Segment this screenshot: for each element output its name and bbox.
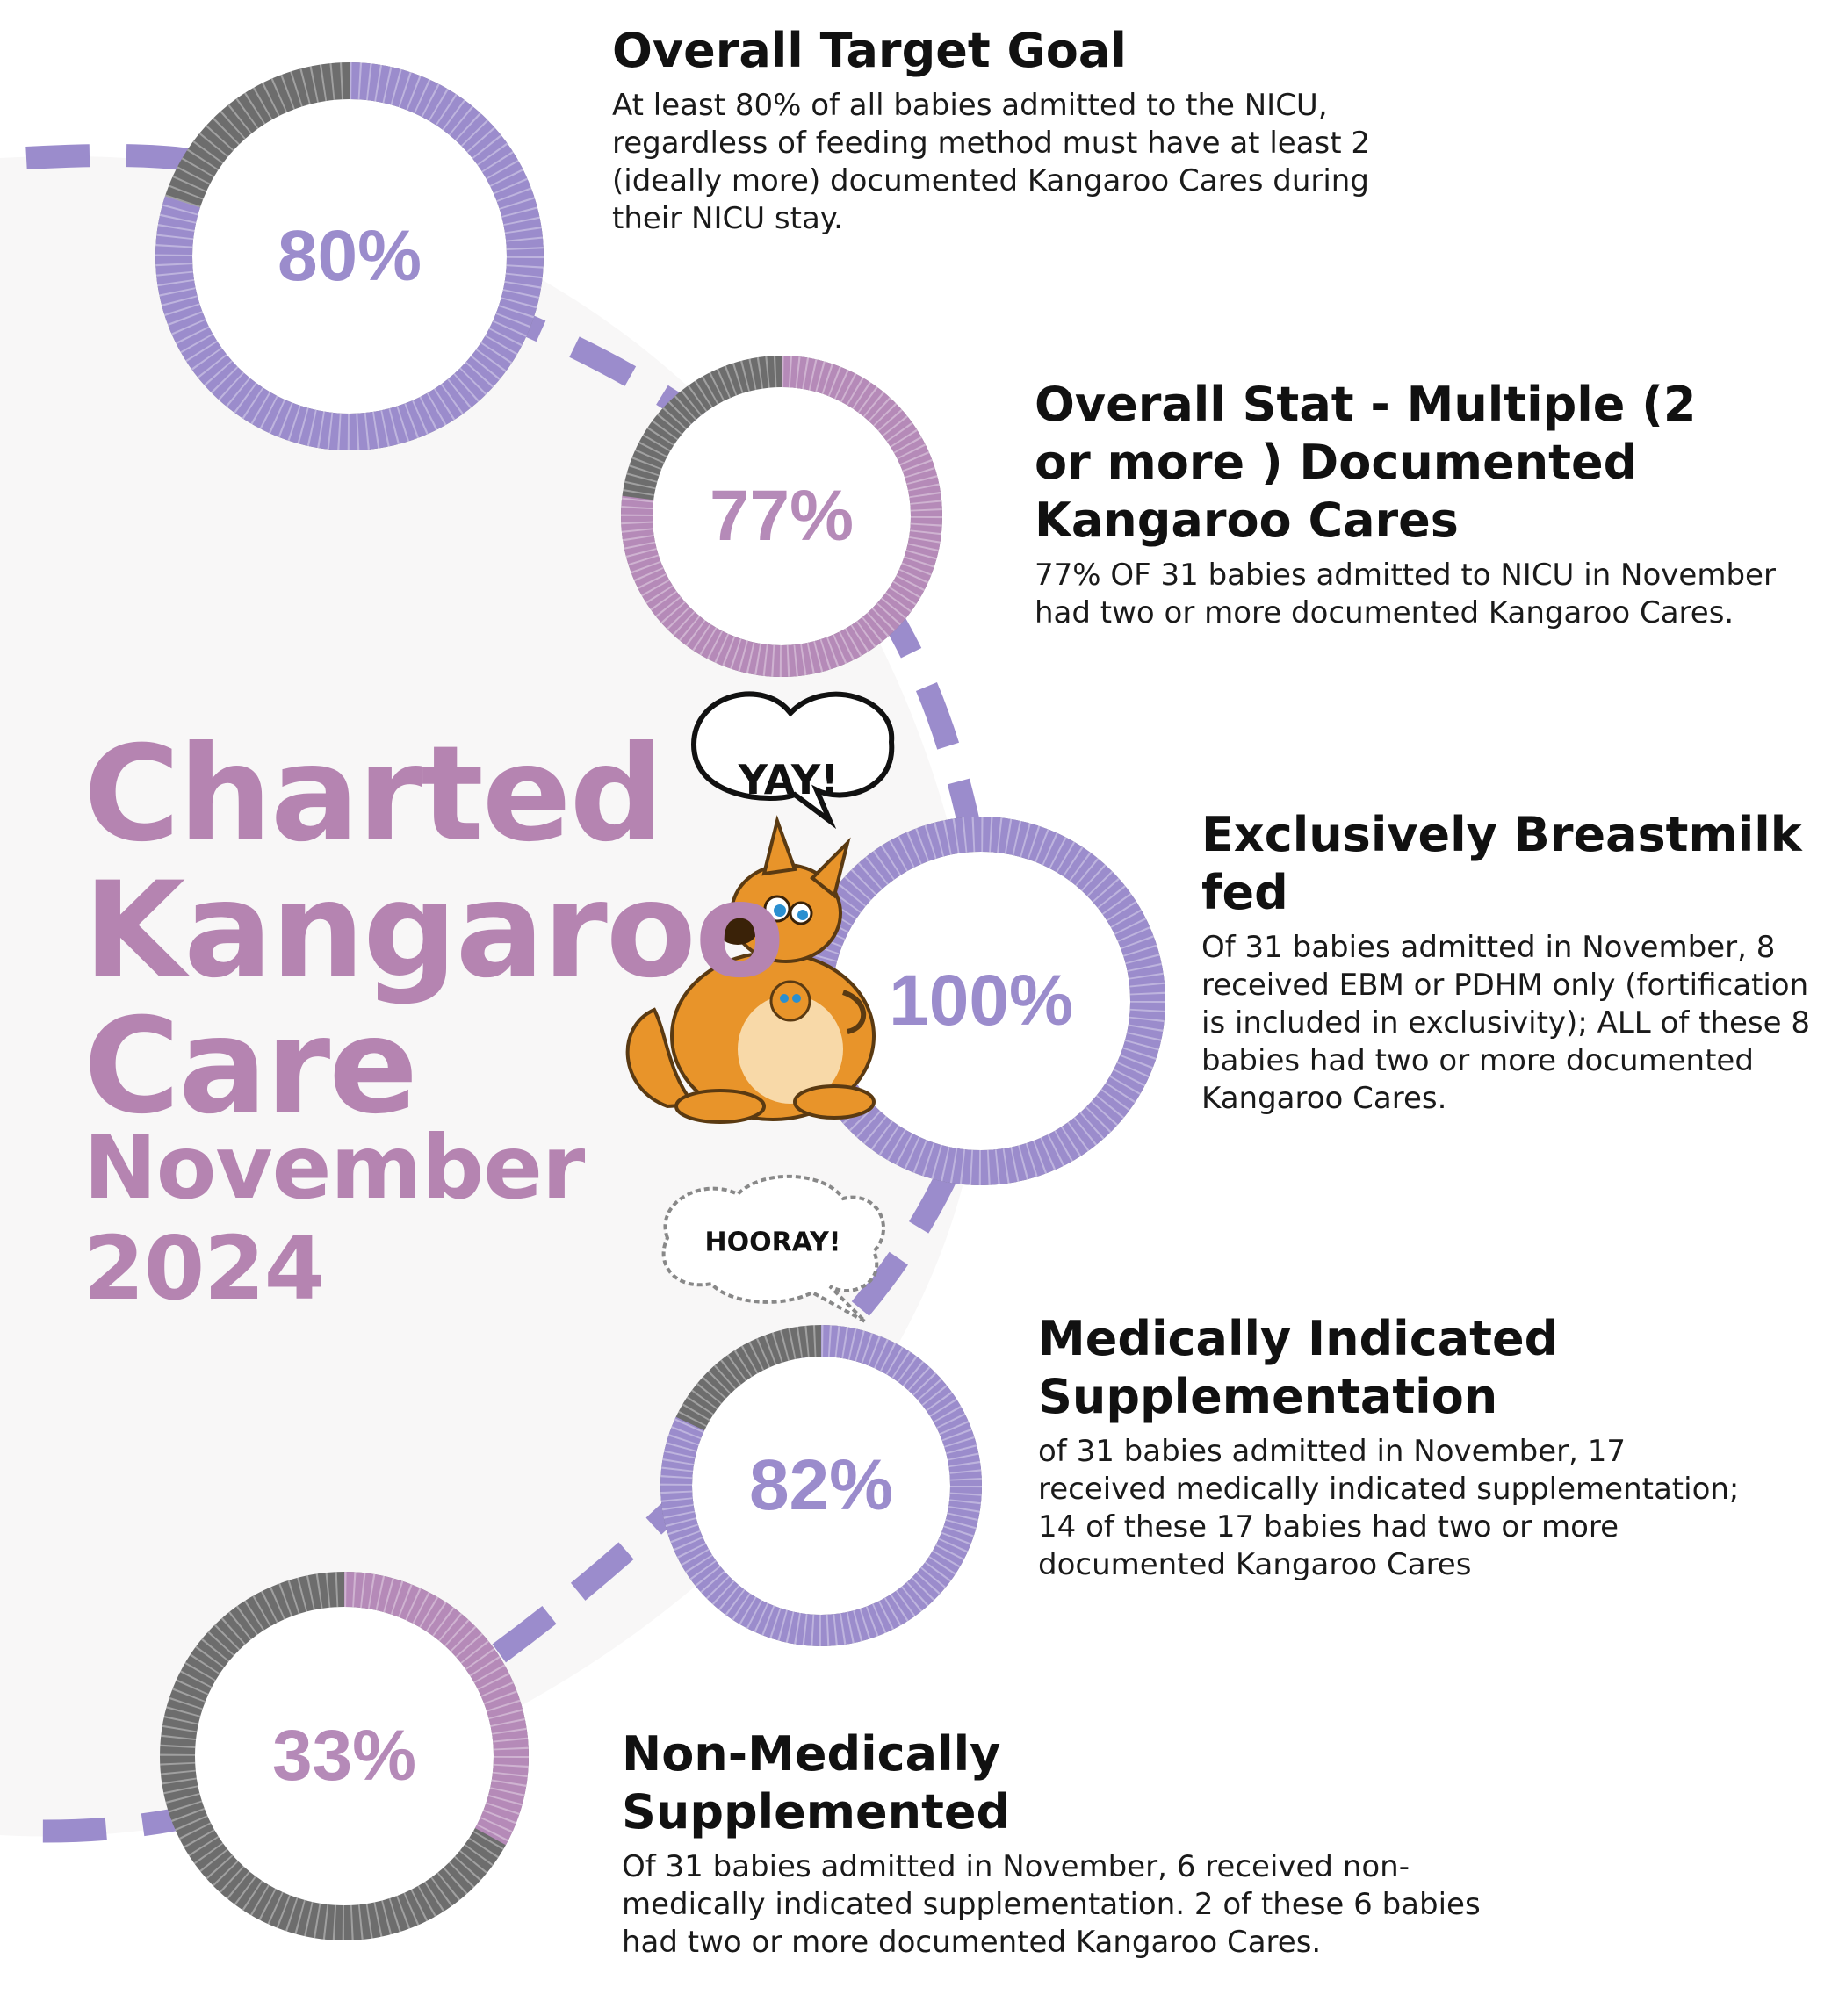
stat-body: of 31 babies admitted in November, 17 re…: [1038, 1434, 1740, 1582]
stat-heading: Overall Target Goal: [612, 23, 1127, 78]
stat-body: Of 31 babies admitted in November, 6 rec…: [622, 1849, 1481, 1960]
stat-body: At least 80% of all babies admitted to t…: [612, 88, 1370, 236]
stat-body: Of 31 babies admitted in November, 8 rec…: [1201, 930, 1810, 1116]
title-line-kangaroo: Kangaroo: [83, 854, 785, 1007]
stat-heading: Exclusively Breastmilk fed: [1201, 807, 1802, 920]
title-line-year: 2024: [83, 1217, 325, 1320]
stat-block-medical-supplementation: Medically Indicated Supplementation of 3…: [1038, 1310, 1793, 1584]
stat-block-non-medical: Non-Medically Supplemented Of 31 babies …: [622, 1725, 1544, 1962]
stat-block-target-goal: Overall Target Goal At least 80% of all …: [612, 22, 1420, 238]
stat-heading: Medically Indicated Supplementation: [1038, 1311, 1559, 1424]
title-line-care: Care: [83, 990, 418, 1143]
yay-bubble: [690, 691, 895, 830]
hooray-bubble: [661, 1174, 885, 1323]
stat-block-overall-stat: Overall Stat - Multiple (2 or more ) Doc…: [1035, 376, 1790, 632]
percent-33: 33%: [271, 1716, 417, 1796]
percent-77: 77%: [709, 476, 855, 556]
hooray-bubble-text: HOORAY!: [704, 1227, 841, 1258]
percent-100: 100%: [889, 961, 1073, 1040]
progress-ring-33: [160, 1572, 529, 1940]
stat-body: 77% OF 31 babies admitted to NICU in Nov…: [1035, 558, 1776, 630]
stat-block-breastmilk: Exclusively Breastmilk fed Of 31 babies …: [1201, 806, 1816, 1118]
stat-heading: Non-Medically Supplemented: [622, 1726, 1011, 1840]
percent-82: 82%: [748, 1445, 894, 1525]
title-line-charted: Charted: [83, 718, 664, 871]
percentage-rings: [155, 62, 1165, 1940]
percent-80: 80%: [277, 216, 422, 296]
stat-heading: Overall Stat - Multiple (2 or more ) Doc…: [1035, 377, 1697, 548]
progress-ring-77: [621, 356, 942, 677]
yay-bubble-text: YAY!: [738, 756, 840, 803]
progress-ring-80: [155, 62, 544, 450]
progress-ring-82: [660, 1325, 982, 1646]
kangaroo-with-joey-icon: [625, 815, 876, 1124]
title-line-month: November: [83, 1116, 585, 1219]
